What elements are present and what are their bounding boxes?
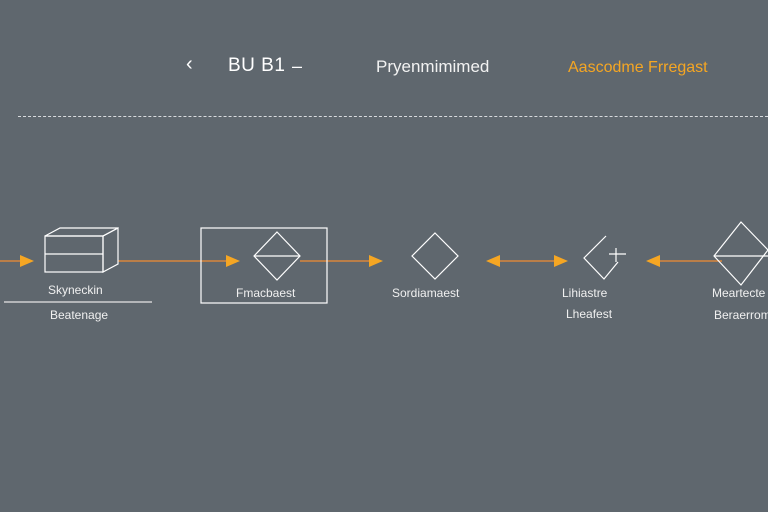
header-accent-title: Aascodme Frregast — [568, 59, 708, 76]
header-dash: – — [292, 56, 303, 76]
cube-icon — [44, 227, 119, 273]
arrow-right-1-icon — [20, 255, 34, 267]
header-divider — [18, 116, 768, 117]
arrowheads — [20, 255, 660, 267]
node-split-label-1: Meartecte — [712, 286, 766, 300]
arrow-left-4-icon — [486, 255, 500, 267]
arrow-right-3-icon — [369, 255, 383, 267]
header: ‹ BU B1 – Pryenmimimed Aascodme Frregast — [0, 0, 768, 120]
split-diamond-icon — [713, 221, 768, 286]
header-title: Pryenmimimed — [376, 57, 490, 76]
node-frame-label: Fmacbaest — [236, 286, 296, 300]
node-box-label-1: Skyneckin — [48, 283, 103, 297]
chevron-left-icon[interactable]: ‹ — [186, 53, 193, 75]
arrow-left-6-icon — [646, 255, 660, 267]
node-check-label-1: Lihiastre — [562, 286, 608, 300]
diamond-icon — [411, 232, 459, 280]
node-diamond-label: Sordiamaest — [392, 286, 460, 300]
check-diamond-icon — [583, 235, 626, 280]
framed-diamond-icon — [200, 227, 328, 304]
node-check-label-2: Lheafest — [566, 307, 613, 321]
node-box-label-2: Beatenage — [50, 308, 109, 322]
header-code: BU B1 — [228, 55, 286, 76]
node-split-label-2: Beraerrom — [714, 308, 768, 322]
arrow-right-2-icon — [226, 255, 240, 267]
arrow-right-5-icon — [554, 255, 568, 267]
